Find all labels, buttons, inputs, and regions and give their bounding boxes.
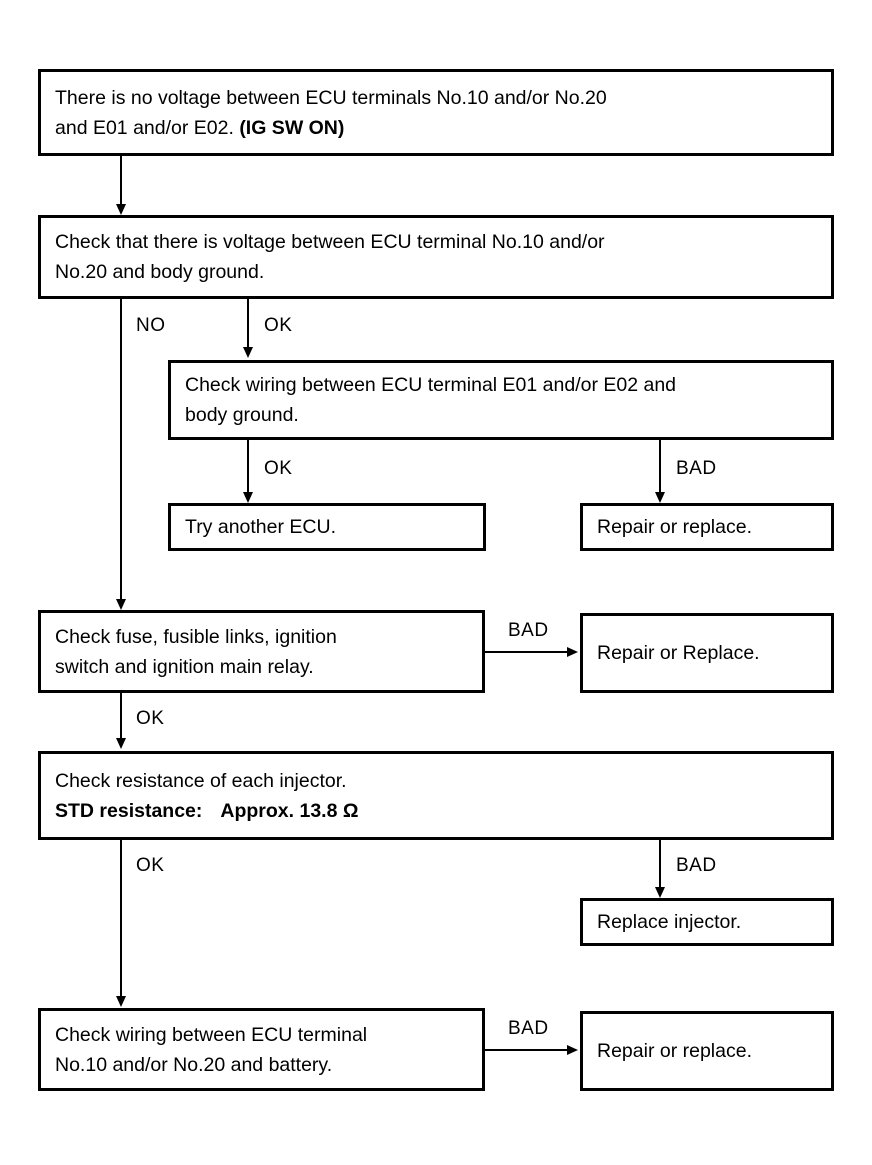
arrow-ok-branch-1-to-check-wiring — [243, 347, 253, 358]
edge-label-ok-1: OK — [264, 315, 293, 336]
box-symptom-line-2-normal: and E01 and/or E02. — [55, 116, 240, 139]
std-resistance-label: STD resistance: — [55, 799, 203, 822]
box-check-voltage-line-1: Check that there is voltage between ECU … — [55, 231, 605, 253]
edge-label-ok-3: OK — [136, 708, 165, 729]
box-repair-or-replace-3-line-1: Repair or replace. — [597, 1040, 752, 1062]
box-symptom-line-2-bold: (IG SW ON) — [239, 116, 345, 139]
box-check-wiring-e01-line-1: Check wiring between ECU terminal E01 an… — [185, 374, 677, 396]
box-check-wiring-battery-line-2: No.10 and/or No.20 and battery. — [55, 1053, 333, 1076]
connector-ok-branch-1 — [247, 299, 249, 349]
arrow-bad-branch-2-to-repair-replace — [567, 647, 578, 657]
box-repair-or-replace-2-line-1: Repair or Replace. — [597, 642, 760, 664]
box-check-voltage-body-ground: Check that there is voltage between ECU … — [38, 215, 834, 299]
box-check-fuse: Check fuse, fusible links, ignition swit… — [38, 610, 485, 693]
arrow-bad-branch-4-to-repair-replace — [567, 1045, 578, 1055]
arrow-ok-branch-3-to-check-resistance — [116, 738, 126, 749]
box-check-wiring-battery: Check wiring between ECU terminal No.10 … — [38, 1008, 485, 1091]
edge-label-bad-1: BAD — [676, 458, 717, 479]
edge-label-bad-3: BAD — [676, 855, 717, 876]
box-repair-or-replace-3: Repair or replace. — [580, 1011, 834, 1091]
connector-symptom-to-check-voltage — [120, 156, 122, 206]
connector-bad-branch-1 — [659, 440, 661, 494]
box-replace-injector: Replace injector. — [580, 898, 834, 946]
arrow-bad-branch-1-to-repair-replace — [655, 492, 665, 503]
arrow-ok-branch-4-to-check-wiring-battery — [116, 996, 126, 1007]
box-check-wiring-battery-line-1: Check wiring between ECU terminal — [55, 1023, 368, 1046]
box-repair-or-replace-1: Repair or replace. — [580, 503, 834, 551]
edge-label-bad-4: BAD — [508, 1018, 549, 1039]
box-try-another-ecu-line-1: Try another ECU. — [185, 516, 336, 538]
arrow-bad-branch-3-to-replace-injector — [655, 887, 665, 898]
box-symptom-line-1: There is no voltage between ECU terminal… — [55, 86, 607, 109]
arrow-no-branch-to-check-fuse — [116, 599, 126, 610]
box-check-fuse-line-2: switch and ignition main relay. — [55, 655, 314, 678]
box-check-resistance: Check resistance of each injector. STD r… — [38, 751, 834, 840]
connector-bad-branch-4 — [485, 1049, 569, 1051]
connector-bad-branch-3 — [659, 840, 661, 889]
box-symptom-line-2: and E01 and/or E02. (IG SW ON) — [41, 113, 831, 143]
connector-no-branch — [120, 299, 122, 599]
arrow-symptom-to-check-voltage — [116, 204, 126, 215]
box-repair-or-replace-1-line-1: Repair or replace. — [597, 516, 752, 538]
connector-ok-branch-2 — [247, 440, 249, 494]
connector-ok-branch-3 — [120, 693, 122, 740]
box-symptom: There is no voltage between ECU terminal… — [38, 69, 834, 156]
edge-label-ok-4: OK — [136, 855, 165, 876]
std-resistance-value: Approx. 13.8 Ω — [220, 799, 359, 822]
edge-label-no-1: NO — [136, 315, 166, 336]
box-repair-or-replace-2: Repair or Replace. — [580, 613, 834, 693]
box-check-resistance-line-2: STD resistance: Approx. 13.8 Ω — [41, 796, 831, 826]
box-check-fuse-line-1: Check fuse, fusible links, ignition — [55, 625, 337, 648]
arrow-ok-branch-2-to-try-another-ecu — [243, 492, 253, 503]
box-check-voltage-line-2: No.20 and body ground. — [55, 261, 265, 283]
box-replace-injector-line-1: Replace injector. — [597, 911, 742, 933]
edge-label-bad-2: BAD — [508, 620, 549, 641]
box-check-wiring-e01-e02: Check wiring between ECU terminal E01 an… — [168, 360, 834, 440]
edge-label-ok-2: OK — [264, 458, 293, 479]
box-check-wiring-e01-line-2: body ground. — [185, 404, 299, 426]
box-try-another-ecu: Try another ECU. — [168, 503, 486, 551]
connector-bad-branch-2 — [485, 651, 569, 653]
box-check-resistance-line-1: Check resistance of each injector. — [55, 769, 347, 792]
connector-ok-branch-4 — [120, 840, 122, 998]
